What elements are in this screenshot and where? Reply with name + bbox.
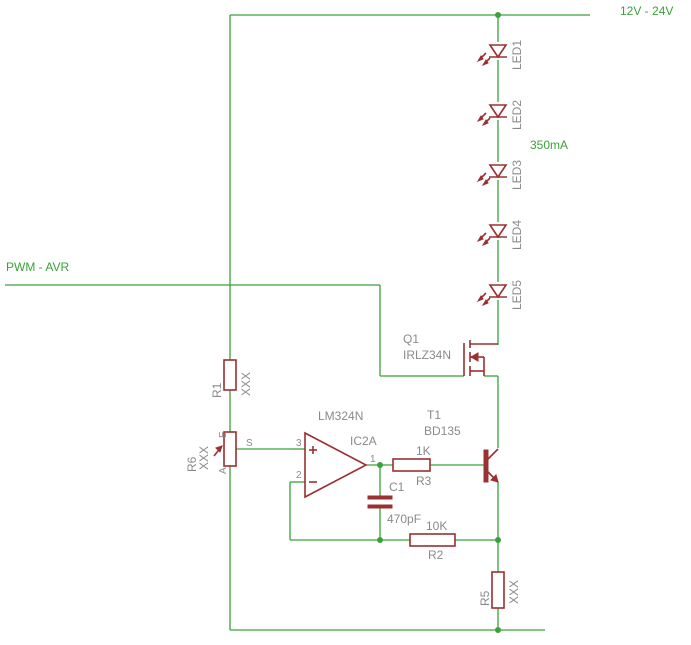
led-2: [476, 102, 510, 127]
r6-pin-s: S: [246, 438, 253, 449]
pwm-net-label: PWM - AVR: [6, 260, 69, 274]
junction-supply: [495, 12, 501, 18]
opamp-name-label: IC2A: [350, 434, 377, 448]
opamp-pin-out: 1: [370, 454, 376, 465]
r6-pin-a: A: [218, 467, 229, 474]
junction-emitter: [495, 537, 501, 543]
led-label-1: LED1: [510, 40, 524, 70]
q1-mosfet: [463, 340, 498, 376]
junction-ground: [495, 627, 501, 633]
r5-name-label: R5: [478, 590, 492, 606]
opamp-value-label: LM324N: [318, 409, 363, 423]
r1-name-label: R1: [210, 382, 224, 398]
t1-value-label: BD135: [424, 424, 461, 438]
opamp-pin-plus: 3: [296, 438, 302, 449]
c1-name-label: C1: [389, 480, 405, 494]
r6-pin-e: E: [218, 431, 229, 438]
supply-net-label: 12V - 24V: [620, 4, 673, 18]
led-label-4: LED4: [510, 220, 524, 250]
led-label-2: LED2: [510, 100, 524, 130]
r1-resistor: [223, 359, 237, 391]
junction-c1-feedback: [377, 537, 383, 543]
q1-value-label: IRLZ34N: [403, 348, 451, 362]
r5-value-label: XXX: [507, 580, 521, 604]
junctions: [377, 12, 501, 633]
c1-capacitor: [367, 495, 393, 509]
led-label-5: LED5: [510, 280, 524, 310]
led-1: [476, 42, 510, 67]
t1-transistor: [483, 448, 499, 483]
current-annotation: 350mA: [530, 138, 568, 152]
r3-value-label: 1K: [416, 444, 431, 458]
wires: [5, 14, 590, 631]
r6-potentiometer: [213, 431, 237, 467]
r2-resistor: [409, 533, 456, 547]
r3-resistor: [392, 458, 431, 472]
q1-name-label: Q1: [403, 332, 419, 346]
r6-value-label: XXX: [197, 446, 211, 470]
opamp-ic2a: [304, 431, 368, 499]
led-4: [476, 222, 510, 247]
opamp-pin-minus: 2: [296, 470, 302, 481]
r6-name-label: R6: [185, 456, 199, 472]
led-chain: [476, 42, 510, 307]
r2-value-label: 10K: [426, 519, 447, 533]
c1-value-label: 470pF: [387, 512, 421, 526]
r5-resistor: [491, 571, 505, 609]
led-label-3: LED3: [510, 160, 524, 190]
r1-value-label: XXX: [239, 372, 253, 396]
r2-name-label: R2: [428, 548, 444, 562]
led-3: [476, 162, 510, 187]
led-5: [476, 282, 510, 307]
t1-name-label: T1: [427, 408, 441, 422]
junction-opamp-out: [377, 462, 383, 468]
r3-name-label: R3: [416, 474, 432, 488]
